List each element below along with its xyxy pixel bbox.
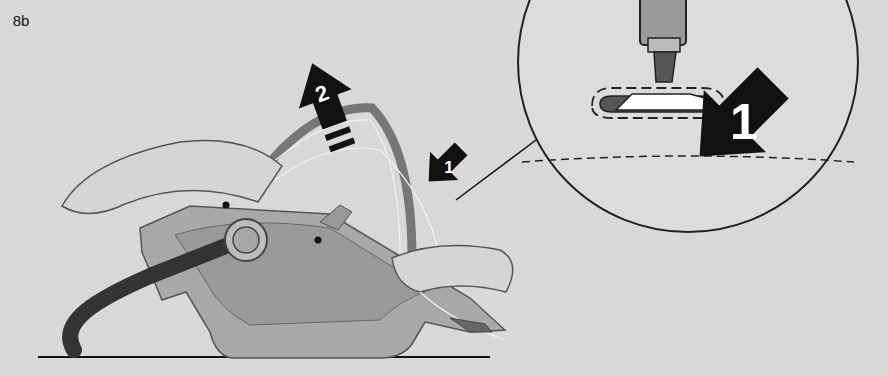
canopy-band [262,108,412,258]
callout-number: 1 [444,159,453,176]
belt-slot [320,205,352,230]
press-arrow [414,135,475,196]
strap-tongue [450,318,492,332]
canopy-rear [392,246,513,293]
canopy-dot [223,202,230,209]
leader-line [456,140,536,200]
canopy-band-ghost [275,148,440,260]
canopy-band-ghost [262,120,400,258]
callout-number: 1 [730,97,758,147]
hidden-edge [522,156,854,162]
press-arrow-large [668,52,804,188]
detail-inset [518,0,858,232]
canopy-dot [315,237,322,244]
canopy-front [62,140,282,213]
handle-pivot [225,219,267,261]
buckle-collar [648,38,680,52]
strap-ghost [420,292,505,340]
seat-inner [175,223,430,325]
handle-pivot-inner [233,227,259,253]
carry-handle [70,242,236,350]
release-button [616,94,712,110]
buckle-tongue [654,52,676,82]
figure-number: 8b [13,13,30,28]
lift-arrow [286,54,369,158]
